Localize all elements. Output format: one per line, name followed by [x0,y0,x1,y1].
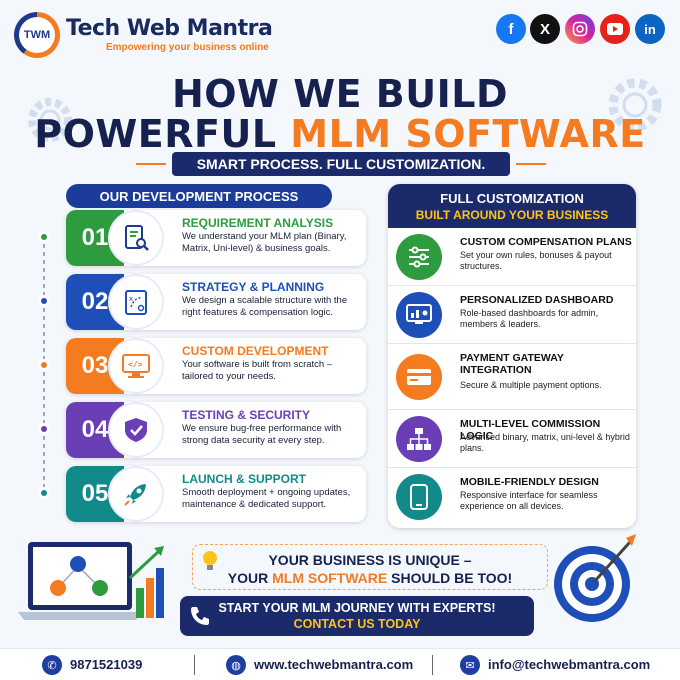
feature-description: Advanced binary, matrix, uni-level & hyb… [460,432,630,453]
step-title: STRATEGY & PLANNING [182,280,325,294]
feature-item: CUSTOM COMPENSATION PLANS Set your own r… [388,228,636,286]
step-number: 03 [66,338,124,394]
unique-message: YOUR BUSINESS IS UNIQUE – YOUR MLM SOFTW… [192,544,548,590]
step-title: REQUIREMENT ANALYSIS [182,216,334,230]
strategy-board-icon: x [110,276,162,328]
timeline-dot [38,231,50,243]
feature-description: Secure & multiple payment options. [460,380,602,390]
phone-icon [191,607,209,625]
document-search-icon [110,212,162,264]
timeline-dot [38,487,50,499]
footer-phone[interactable]: 9871521039 [70,657,143,672]
process-heading: OUR DEVELOPMENT PROCESS [66,184,332,208]
hero-title-line1: HOW WE BUILD [171,72,509,116]
panel-title: FULL CUSTOMIZATION [440,191,584,206]
email-icon: ✉ [460,655,480,675]
youtube-icon[interactable] [600,14,630,44]
brand-tagline: Empowering your business online [106,42,269,53]
feature-title: PERSONALIZED DASHBOARD [460,294,614,306]
phone-icon: ✆ [42,655,62,675]
customization-panel: FULL CUSTOMIZATION BUILT AROUND YOUR BUS… [388,184,636,528]
hero-subtitle: SMART PROCESS. FULL CUSTOMIZATION. [172,152,510,176]
feature-description: Role-based dashboards for admin, members… [460,308,599,329]
mobile-icon [396,474,442,520]
feature-description: Responsive interface for seamless experi… [460,490,598,511]
globe-icon: ◍ [226,655,246,675]
cta-line1: START YOUR MLM JOURNEY WITH EXPERTS! [218,601,496,615]
hierarchy-icon [396,416,442,462]
card-icon [396,354,442,400]
rocket-icon [110,468,162,520]
timeline-dot [38,295,50,307]
divider [432,655,433,675]
dashboard-icon [396,292,442,338]
step-number: 02 [66,274,124,330]
timeline-dot [38,359,50,371]
logo-text: TWM [19,17,55,53]
panel-subtitle: BUILT AROUND YOUR BUSINESS [415,208,609,222]
x-icon[interactable]: X [530,14,560,44]
step-description: Your software is built from scratch – ta… [182,359,333,382]
footer: ✆ 9871521039 ◍ www.techwebmantra.com ✉ i… [0,648,680,680]
svg-text:x: x [129,295,133,303]
gear-icon [608,78,662,132]
feature-item: PAYMENT GATEWAY INTEGRATION Secure & mul… [388,344,636,410]
timeline-dot [38,423,50,435]
process-step: 04 TESTING & SECURITY We ensure bug-free… [66,402,366,458]
step-title: CUSTOM DEVELOPMENT [182,344,329,358]
feature-item: MULTI-LEVEL COMMISSION LOGIC Advanced bi… [388,410,636,468]
divider [516,163,546,165]
svg-text:</>: </> [128,360,143,369]
shield-check-icon [110,404,162,456]
sliders-icon [396,234,442,280]
step-description: We understand your MLM plan (Binary, Mat… [182,231,347,254]
panel-header: FULL CUSTOMIZATION BUILT AROUND YOUR BUS… [388,184,636,228]
feature-title: MOBILE-FRIENDLY DESIGN [460,476,599,488]
process-step: 03 </> CUSTOM DEVELOPMENT Your software … [66,338,366,394]
process-step: 02 x STRATEGY & PLANNING We design a sca… [66,274,366,330]
step-description: Smooth deployment + ongoing updates, mai… [182,487,351,510]
step-title: TESTING & SECURITY [182,408,311,422]
feature-description: Set your own rules, bonuses & payout str… [460,250,612,271]
feature-item: PERSONALIZED DASHBOARD Role-based dashbo… [388,286,636,344]
process-step: 01 REQUIREMENT ANALYSIS We understand yo… [66,210,366,266]
contact-cta-button[interactable]: START YOUR MLM JOURNEY WITH EXPERTS! CON… [180,596,534,636]
laptop-network-illustration [18,542,164,620]
linkedin-icon[interactable]: in [635,14,665,44]
divider [194,655,195,675]
target-icon [554,534,636,622]
feature-title: PAYMENT GATEWAY INTEGRATION [460,352,564,376]
step-description: We design a scalable structure with the … [182,295,348,318]
unique-line2: YOUR MLM SOFTWARE SHOULD BE TOO! [227,570,513,586]
lightbulb-icon [203,551,217,570]
hero-title-line2: POWERFUL MLM SOFTWARE [34,112,646,156]
gear-icon [28,98,72,142]
footer-email[interactable]: info@techwebmantra.com [488,657,651,672]
instagram-icon[interactable] [565,14,595,44]
feature-title: CUSTOM COMPENSATION PLANS [460,236,632,248]
cta-line2: CONTACT US TODAY [293,617,421,631]
divider [136,163,166,165]
unique-line1: YOUR BUSINESS IS UNIQUE – [268,552,472,568]
logo[interactable]: TWM [14,12,60,58]
step-title: LAUNCH & SUPPORT [182,472,307,486]
brand-name: Tech Web Mantra [66,16,273,41]
feature-item: MOBILE-FRIENDLY DESIGN Responsive interf… [388,468,636,526]
facebook-icon[interactable]: f [496,14,526,44]
code-monitor-icon: </> [110,340,162,392]
footer-website[interactable]: www.techwebmantra.com [254,657,414,672]
process-step: 05 LAUNCH & SUPPORT Smooth deployment + … [66,466,366,522]
step-description: We ensure bug-free performance with stro… [182,423,342,446]
feature-title: MULTI-LEVEL COMMISSION LOGIC [460,418,601,442]
